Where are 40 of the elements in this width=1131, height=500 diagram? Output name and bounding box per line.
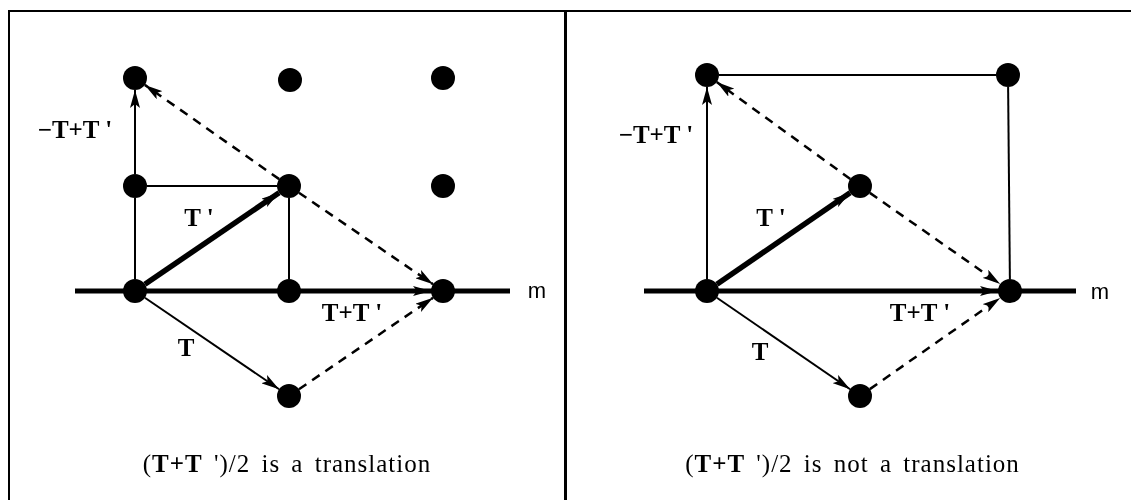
lattice-point — [123, 66, 147, 90]
lattice-point — [695, 63, 719, 87]
line — [146, 290, 278, 292]
arrow — [300, 286, 432, 296]
line — [134, 197, 136, 280]
lattice-point — [431, 279, 455, 303]
lattice-point — [123, 174, 147, 198]
lattice-point — [277, 279, 301, 303]
arrow — [144, 83, 280, 181]
line — [288, 197, 290, 280]
arrow — [715, 81, 852, 180]
arrow — [298, 296, 434, 391]
arrow — [143, 190, 281, 287]
panel-label: (T+T ')/2 is not a translation — [685, 450, 1020, 478]
arrow — [715, 190, 852, 287]
lattice-point — [277, 384, 301, 408]
lattice-point — [123, 279, 147, 303]
lattice-point — [848, 384, 872, 408]
arrow — [143, 296, 281, 391]
lattice-point — [431, 174, 455, 198]
arrow — [869, 191, 1001, 286]
lattice-point — [431, 66, 455, 90]
arrow — [715, 296, 852, 391]
lattice-point — [998, 279, 1022, 303]
lattice-point — [996, 63, 1020, 87]
lattice-point — [848, 174, 872, 198]
arrow — [869, 296, 1001, 391]
arrow — [130, 89, 140, 175]
lattice-point — [695, 279, 719, 303]
line — [146, 185, 278, 187]
line — [1007, 86, 1011, 280]
line-label: m — [1090, 279, 1110, 305]
lattice-point — [277, 174, 301, 198]
arrow — [702, 86, 712, 280]
line — [718, 74, 997, 76]
lattice-point — [278, 68, 302, 92]
arrow — [298, 191, 434, 286]
panel-label: (T+T ')/2 is a translation — [142, 450, 432, 478]
arrow — [718, 286, 999, 296]
line-label: m — [527, 278, 547, 304]
